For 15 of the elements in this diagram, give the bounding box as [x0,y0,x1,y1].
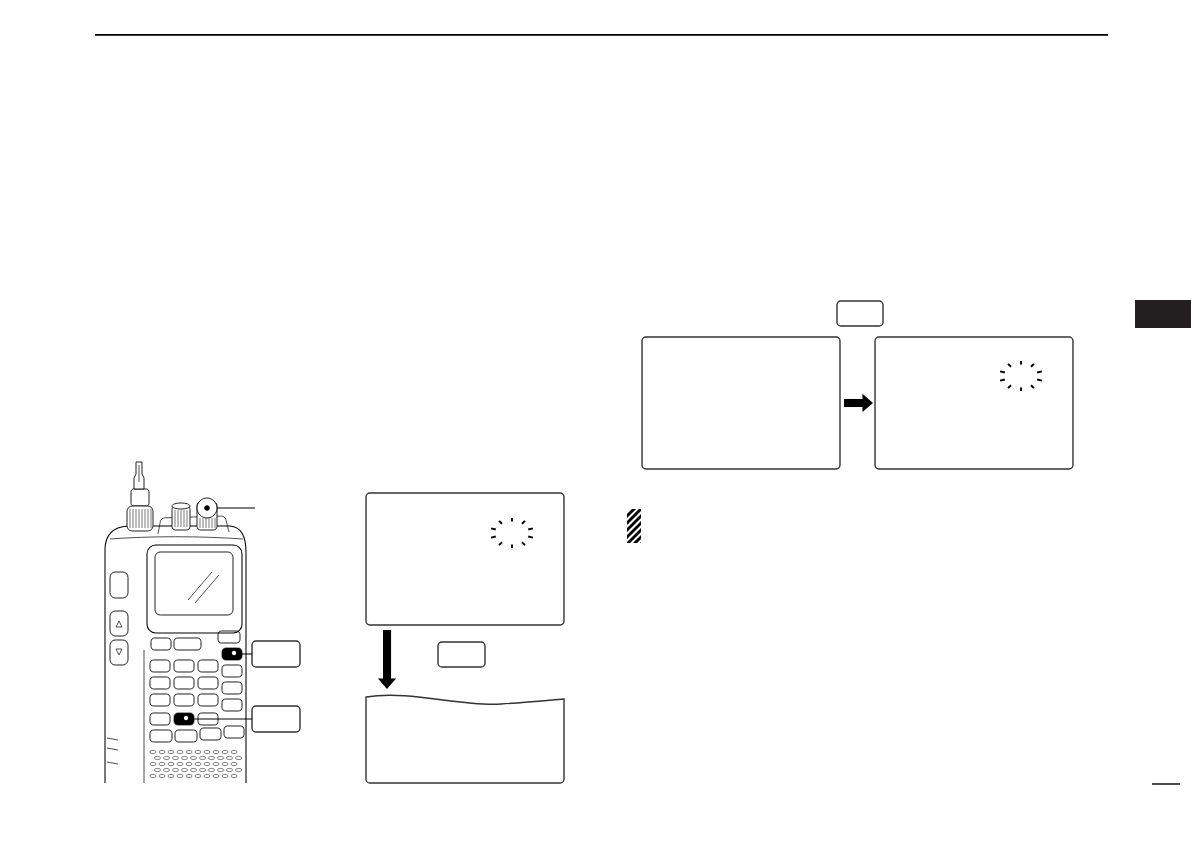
knob [196,497,218,519]
key-box [251,705,301,733]
key [221,647,243,661]
lcd-display [365,492,565,626]
lcd-display [365,694,565,784]
lcd-display [874,336,1074,470]
leader-line [216,507,256,509]
leader-line [241,653,253,655]
lcd-display [641,336,841,470]
key-box [836,300,884,327]
key-box [437,641,486,668]
key [173,712,195,726]
radio-illustration [104,461,247,784]
leader-line [193,718,253,720]
key-box [251,640,301,668]
